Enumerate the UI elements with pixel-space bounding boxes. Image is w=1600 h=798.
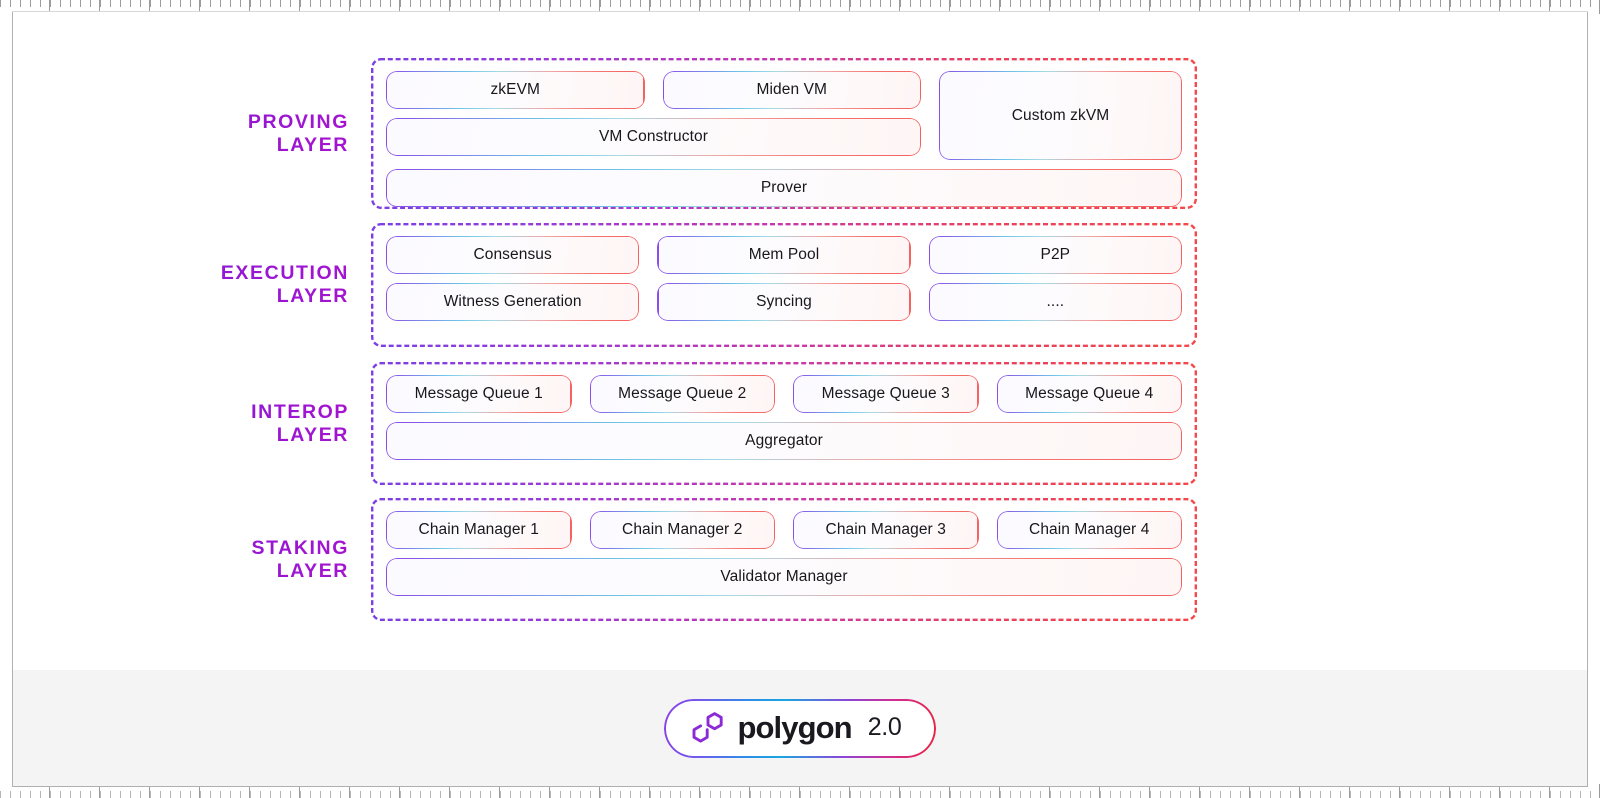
node-label: Chain Manager 2: [622, 521, 743, 538]
node-box[interactable]: Consensus: [386, 236, 640, 274]
layer-container-1: Consensus Mem Pool P2P Witness Generation Sy…: [371, 223, 1197, 347]
layer-container-3: Chain Manager 1 Chain Manager 2 Chain Mana…: [371, 498, 1197, 621]
node-box[interactable]: Custom zkVM: [939, 71, 1182, 160]
node-label: Message Queue 2: [618, 385, 747, 402]
canvas-edge-right: [1587, 11, 1588, 787]
node-box[interactable]: Witness Generation: [386, 283, 640, 321]
node-box[interactable]: ....: [928, 283, 1182, 321]
node-label: Message Queue 1: [414, 385, 543, 402]
node-label: Chain Manager 1: [418, 521, 539, 538]
node-label: Validator Manager: [720, 568, 848, 585]
node-label: Mem Pool: [748, 246, 820, 263]
node-label: zkEVM: [490, 81, 541, 98]
layer-label-1: EXECUTION LAYER: [13, 262, 371, 308]
architecture-diagram: PROVING LAYER zkEVM Miden VM VM Constructor…: [13, 12, 1587, 670]
node-label: Message Queue 3: [821, 385, 950, 402]
layer-row: EXECUTION LAYER Consensus Mem Pool P2P Witne…: [13, 223, 1587, 347]
node-row: Message Queue 1 Message Queue 2 Message Qu…: [386, 375, 1182, 413]
node-row: Witness Generation Syncing....: [386, 283, 1182, 321]
node-label: Syncing: [756, 293, 812, 310]
node-row: Chain Manager 1 Chain Manager 2 Chain Mana…: [386, 511, 1182, 549]
polygon-logo-badge[interactable]: polygon 2.0: [664, 698, 936, 758]
node-box[interactable]: zkEVM: [386, 71, 645, 109]
node-label: Miden VM: [756, 81, 828, 98]
ruler-bottom: [0, 784, 1600, 798]
node-label: Consensus: [473, 246, 552, 263]
node-box[interactable]: Aggregator: [386, 422, 1182, 460]
layer-label-3: STAKING LAYER: [13, 537, 371, 583]
node-box[interactable]: Chain Manager 2: [589, 511, 775, 549]
node-label: Message Queue 4: [1025, 385, 1154, 402]
node-row: VM Constructor: [386, 118, 921, 156]
node-label: Custom zkVM: [1011, 106, 1110, 124]
node-box[interactable]: Miden VM: [662, 71, 921, 109]
node-label: Witness Generation: [443, 293, 582, 310]
diagram-canvas: PROVING LAYER zkEVM Miden VM VM Constructor…: [13, 12, 1587, 786]
layer-grid: Chain Manager 1 Chain Manager 2 Chain Mana…: [386, 511, 1182, 596]
node-label: VM Constructor: [598, 128, 709, 145]
node-box[interactable]: Message Queue 2: [589, 375, 775, 413]
node-label: Aggregator: [745, 432, 823, 449]
logo-version: 2.0: [867, 712, 902, 741]
layer-grid: zkEVM Miden VM VM Constructor Custom zkVM Pr…: [386, 71, 1182, 207]
node-box[interactable]: P2P: [928, 236, 1182, 274]
node-label: Chain Manager 3: [825, 521, 946, 538]
node-row: Validator Manager: [386, 558, 1182, 596]
node-box[interactable]: Prover: [386, 169, 1182, 207]
node-row: Aggregator: [386, 422, 1182, 460]
node-box[interactable]: Chain Manager 4: [996, 511, 1182, 549]
canvas-edge-bottom: [12, 786, 1588, 787]
proving-left-column: zkEVM Miden VM VM Constructor: [386, 71, 921, 160]
layer-label-2: INTEROP LAYER: [13, 401, 371, 447]
footer-band: polygon 2.0: [13, 670, 1587, 786]
node-box[interactable]: Syncing: [657, 283, 911, 321]
node-label: Prover: [760, 179, 808, 196]
node-label: P2P: [1040, 246, 1071, 263]
layer-grid: Message Queue 1 Message Queue 2 Message Qu…: [386, 375, 1182, 460]
layer-label-0: PROVING LAYER: [13, 111, 371, 157]
layer-container-0: zkEVM Miden VM VM Constructor Custom zkVM Pr…: [371, 58, 1197, 210]
polygon-hexagon-icon: [693, 711, 724, 743]
node-box[interactable]: Mem Pool: [657, 236, 911, 274]
node-row: Consensus Mem Pool P2P: [386, 236, 1182, 274]
node-label: ....: [1046, 293, 1065, 310]
logo-wordmark: polygon: [737, 709, 852, 745]
node-box[interactable]: Message Queue 1: [386, 375, 572, 413]
node-box[interactable]: Chain Manager 3: [793, 511, 979, 549]
node-row: Prover: [386, 169, 1182, 207]
node-box[interactable]: Chain Manager 1: [386, 511, 572, 549]
layer-grid: Consensus Mem Pool P2P Witness Generation Sy…: [386, 236, 1182, 321]
node-box[interactable]: Message Queue 4: [996, 375, 1182, 413]
node-row: zkEVM Miden VM VM Constructor Custom zkVM: [386, 71, 1182, 160]
node-label: Chain Manager 4: [1029, 521, 1150, 538]
layer-row: PROVING LAYER zkEVM Miden VM VM Constructor…: [13, 58, 1587, 210]
node-box[interactable]: VM Constructor: [386, 118, 921, 156]
node-box[interactable]: Validator Manager: [386, 558, 1182, 596]
node-box[interactable]: Message Queue 3: [793, 375, 979, 413]
layer-container-2: Message Queue 1 Message Queue 2 Message Qu…: [371, 362, 1197, 485]
node-row: zkEVM Miden VM: [386, 71, 921, 109]
